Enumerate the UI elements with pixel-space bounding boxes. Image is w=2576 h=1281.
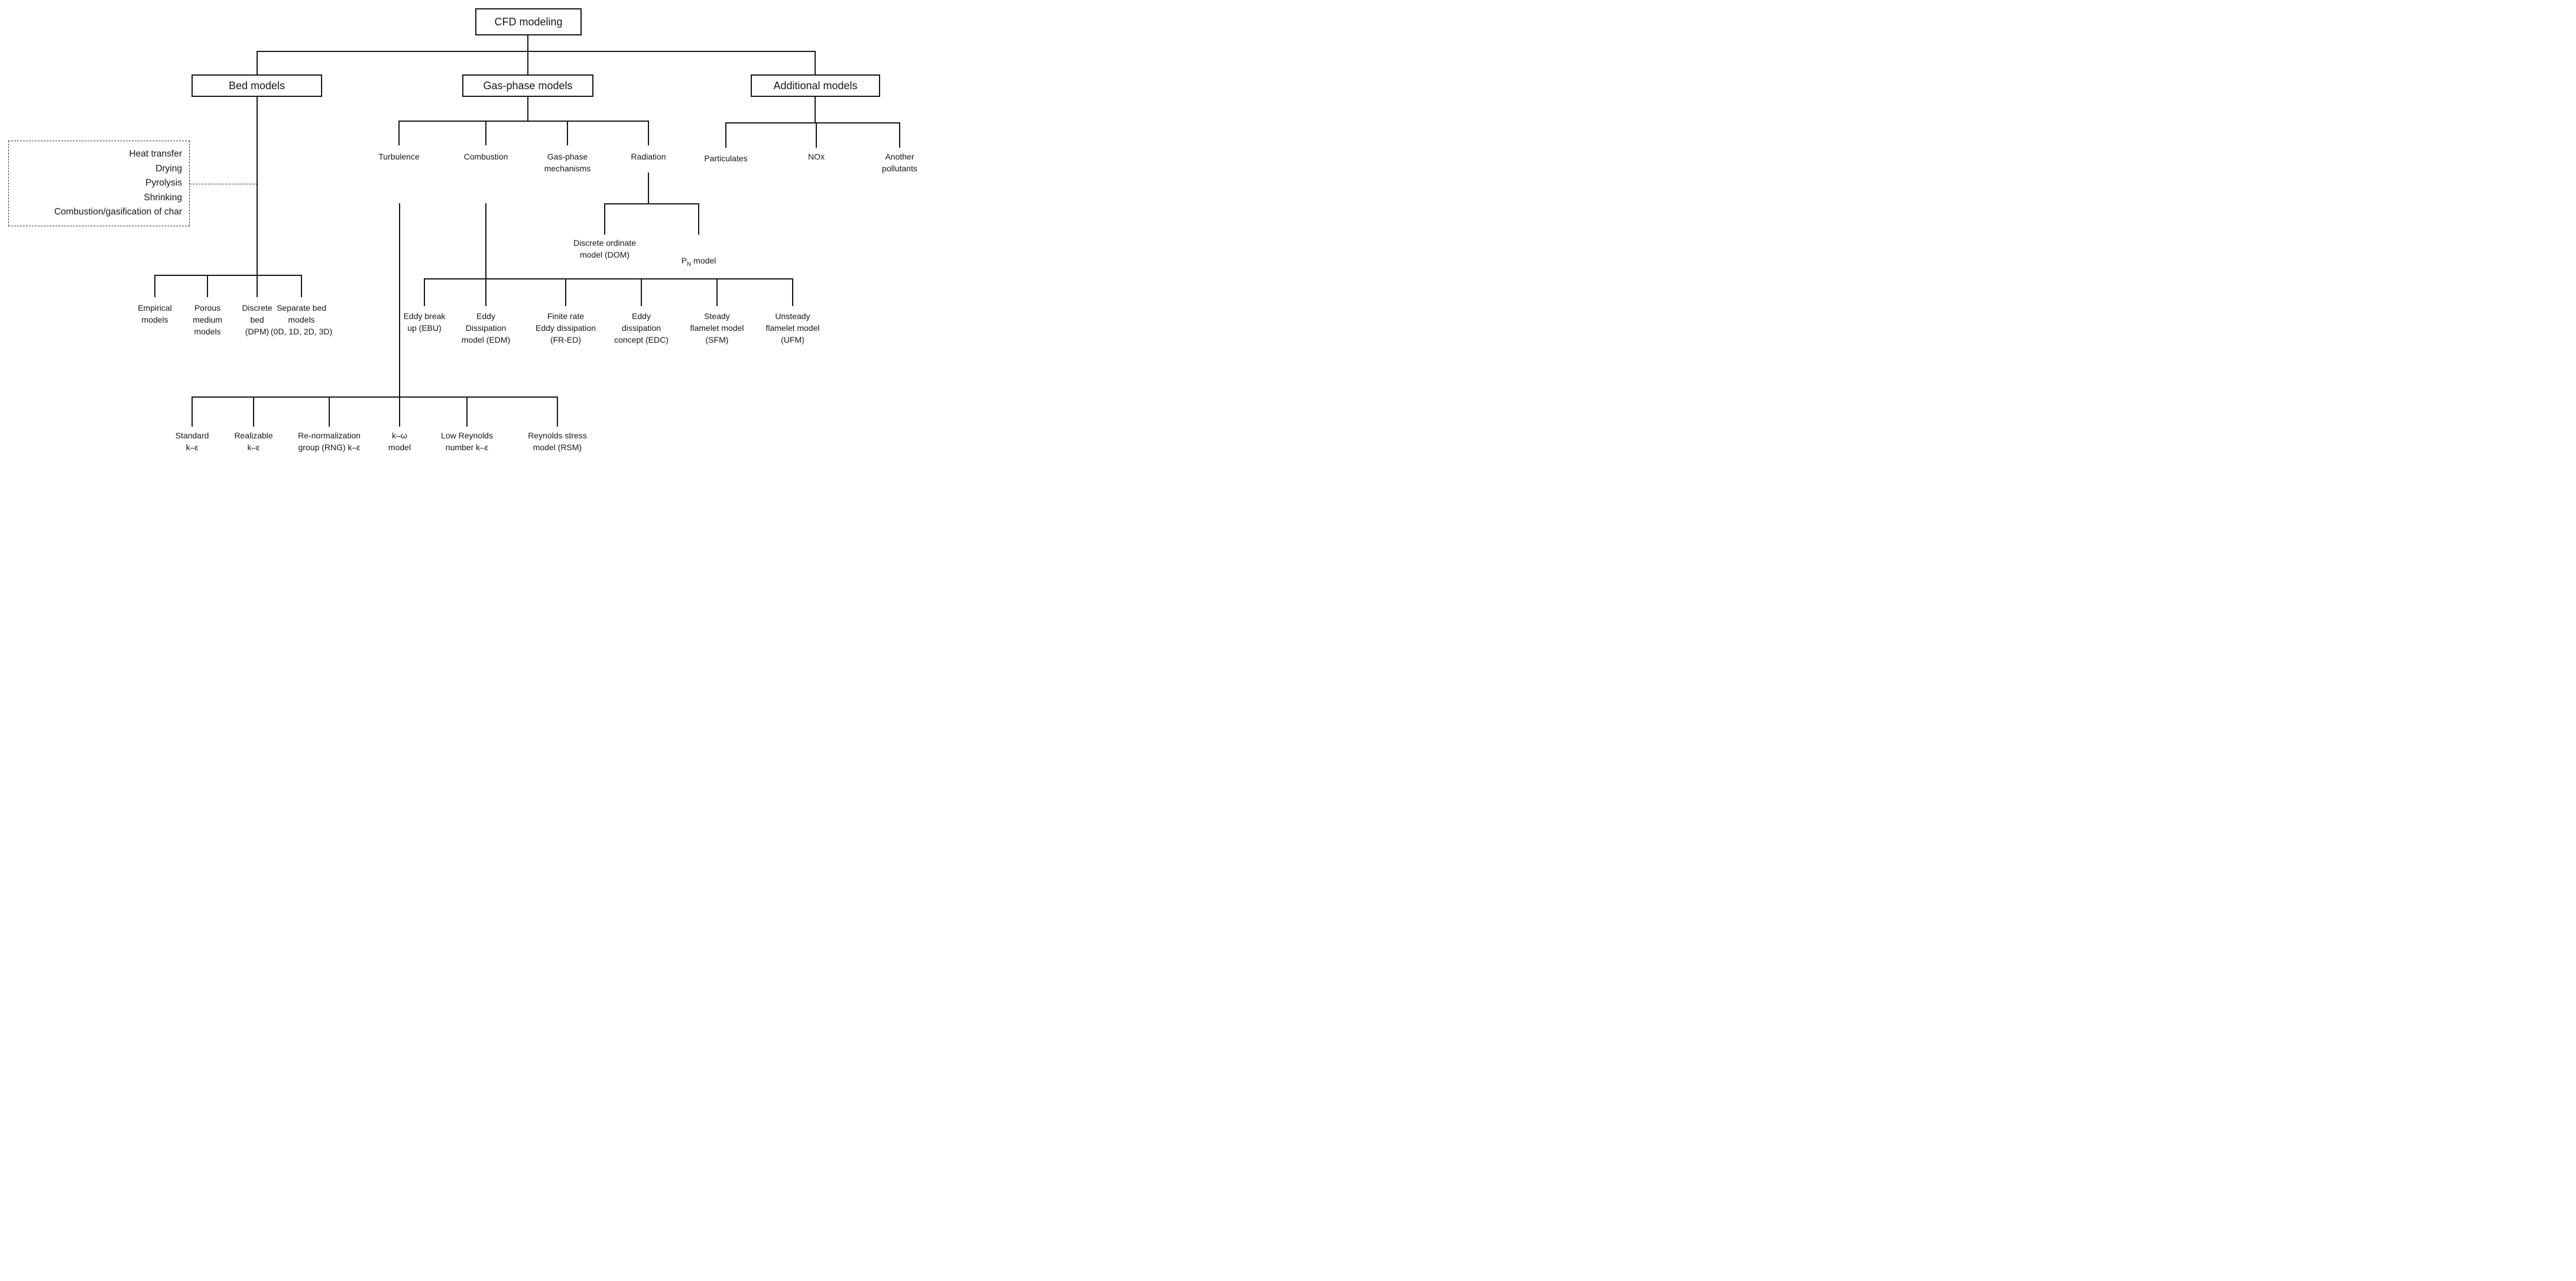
edge-bed-child-stub-3 — [257, 275, 258, 297]
edge-radiation-child-stub-pn — [698, 203, 699, 235]
bus-additional-children — [725, 122, 900, 123]
edge-turbulence-child-stub-5 — [466, 396, 468, 427]
edge-turbulence-child-stub-3 — [329, 396, 330, 427]
node-eddy-break-up: Eddy break up (EBU) — [403, 311, 446, 333]
node-empirical-models: Empirical models — [138, 303, 172, 324]
edge-radiation-child-stub-dom — [604, 203, 605, 235]
node-particulates: Particulates — [704, 154, 748, 163]
edge-combustion-child-stub-3 — [565, 278, 566, 306]
bed-process-note-box: Heat transfer Drying Pyrolysis Shrinking… — [8, 141, 190, 226]
edge-turbulence-child-stub-1 — [192, 396, 193, 427]
node-discrete-bed-dpm: Discrete bed (DPM) — [242, 303, 272, 336]
edge-gas-drop — [527, 51, 528, 74]
node-steady-flamelet-model: Steady flamelet model (SFM) — [690, 311, 744, 344]
pn-base: P — [681, 255, 687, 265]
node-cfd-modeling: CFD modeling — [475, 8, 582, 35]
edge-bed-child-stub-1 — [154, 275, 155, 297]
node-additional-models: Additional models — [751, 74, 880, 97]
edge-additional-trunk — [815, 97, 816, 123]
node-finite-rate-eddy-dissipation: Finite rate Eddy dissipation (FR-ED) — [536, 311, 596, 344]
node-k-omega-model: k–ω model — [388, 431, 411, 452]
node-another-pollutants: Another pollutants — [882, 152, 917, 173]
node-radiation: Radiation — [631, 152, 666, 161]
edge-gas-trunk — [527, 97, 528, 121]
node-bed-models: Bed models — [192, 74, 322, 97]
bus-combustion-children — [424, 278, 793, 279]
edge-bed-drop — [257, 51, 258, 74]
bus-gas-children — [398, 121, 649, 122]
node-standard-k-epsilon: Standard k–ε — [175, 431, 209, 452]
bed-process-note-text: Heat transfer Drying Pyrolysis Shrinking… — [54, 149, 182, 217]
edge-gas-child-stub-radiation — [648, 121, 649, 145]
node-eddy-dissipation-concept: Eddy dissipation concept (EDC) — [614, 311, 669, 344]
edge-additional-child-stub-1 — [725, 122, 726, 148]
node-reynolds-stress-model: Reynolds stress model (RSM) — [528, 431, 587, 452]
edge-bed-child-stub-4 — [301, 275, 302, 297]
edge-turbulence-child-stub-6 — [557, 396, 558, 427]
edge-additional-child-stub-3 — [899, 122, 900, 148]
node-eddy-dissipation-model: Eddy Dissipation model (EDM) — [461, 311, 511, 344]
edge-gas-child-stub-combustion — [485, 121, 486, 145]
node-separate-bed-models: Separate bed models (0D, 1D, 2D, 3D) — [270, 303, 333, 336]
node-nox: NOx — [808, 152, 825, 161]
edge-additional-child-stub-2 — [816, 122, 817, 148]
node-realizable-k-epsilon: Realizable k–ε — [234, 431, 273, 452]
node-gas-phase-models: Gas-phase models — [462, 74, 593, 97]
edge-radiation-stem — [648, 173, 649, 204]
node-gas-phase-mechanisms: Gas-phase mechanisms — [544, 152, 591, 173]
node-porous-medium-models: Porous medium models — [193, 303, 222, 336]
node-unsteady-flamelet-model: Unsteady flamelet model (UFM) — [765, 311, 820, 344]
edge-gas-child-stub-turbulence — [398, 121, 400, 145]
edge-combustion-child-stub-5 — [716, 278, 718, 306]
edge-bed-trunk — [257, 97, 258, 275]
node-turbulence: Turbulence — [378, 152, 420, 161]
edge-root-stem — [527, 35, 528, 51]
node-pn-model: PN model — [682, 243, 716, 267]
edge-turbulence-child-stub-2 — [253, 396, 254, 427]
pn-rest: model — [691, 255, 716, 265]
edge-combustion-trunk — [485, 203, 486, 279]
bus-level2 — [257, 51, 816, 52]
edge-additional-drop — [815, 51, 816, 74]
node-discrete-ordinate-model: Discrete ordinate model (DOM) — [573, 238, 636, 259]
cfd-modeling-diagram: CFD modeling Bed models Gas-phase models… — [0, 0, 927, 461]
node-rng-k-epsilon: Re-normalization group (RNG) k–ε — [298, 431, 361, 452]
bus-bed-children — [154, 275, 302, 276]
edge-combustion-child-stub-6 — [792, 278, 793, 306]
bus-radiation-children — [604, 203, 699, 204]
node-combustion: Combustion — [463, 152, 508, 161]
edge-combustion-child-stub-1 — [424, 278, 425, 306]
edge-turbulence-child-stub-4 — [399, 396, 400, 427]
edge-bed-child-stub-2 — [207, 275, 208, 297]
edge-turbulence-trunk — [399, 203, 400, 397]
edge-combustion-child-stub-4 — [641, 278, 642, 306]
edge-combustion-child-stub-2 — [485, 278, 486, 306]
edge-gas-child-stub-mechanisms — [567, 121, 568, 145]
node-low-reynolds-k-epsilon: Low Reynolds number k–ε — [441, 431, 493, 452]
bus-turbulence-children — [192, 396, 558, 398]
pn-subscript: N — [687, 261, 692, 268]
